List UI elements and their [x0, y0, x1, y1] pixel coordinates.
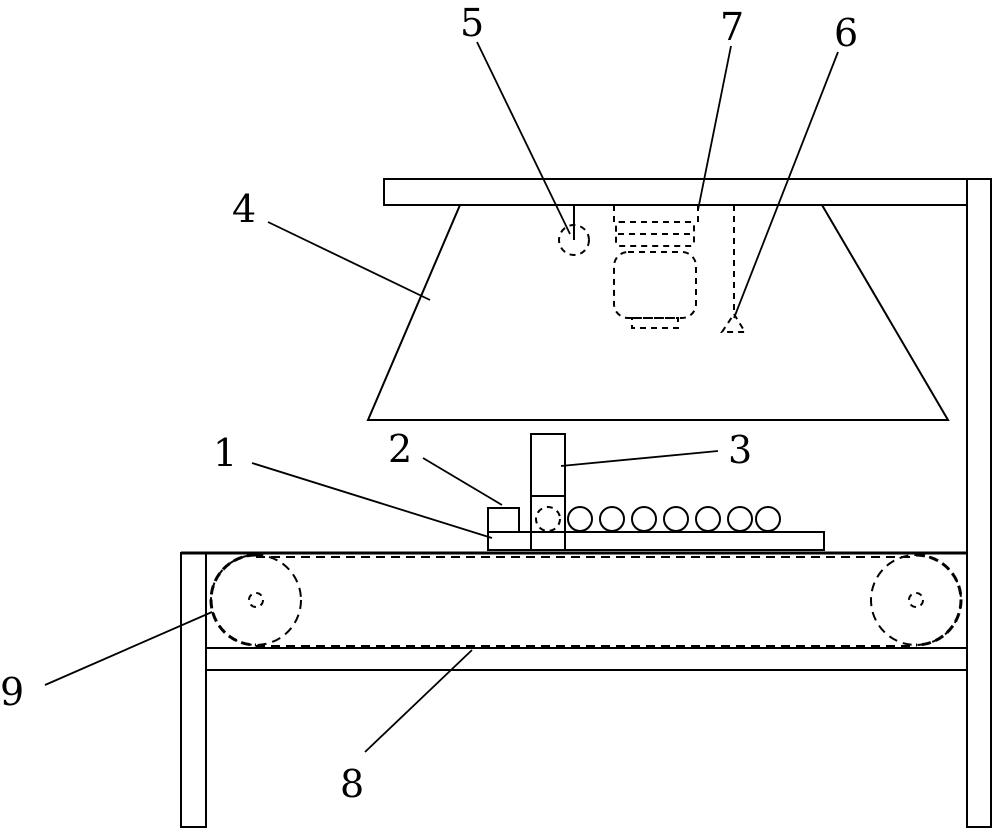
device-7 — [613, 205, 699, 329]
bar-3 — [530, 433, 566, 551]
right-pulley — [870, 553, 963, 647]
leader-9 — [44, 611, 213, 686]
label-3: 3 — [728, 428, 752, 472]
leader-7 — [697, 45, 732, 211]
label-2: 2 — [388, 427, 412, 471]
label-8: 8 — [340, 762, 364, 806]
left-pulley — [209, 553, 302, 647]
balls-row — [535, 506, 781, 532]
leader-5 — [476, 41, 571, 235]
frame-right-post — [966, 178, 992, 828]
leader-3 — [560, 450, 719, 467]
label-5: 5 — [460, 1, 484, 45]
frame-left-post — [180, 552, 207, 828]
label-6: 6 — [834, 11, 858, 55]
block-2 — [487, 507, 520, 533]
leader-6 — [733, 51, 839, 319]
conveyor-bottom-rail — [205, 647, 968, 671]
leader-2 — [422, 457, 503, 506]
leader-1 — [251, 462, 493, 539]
frame-top-beam — [383, 178, 968, 206]
label-7: 7 — [720, 5, 744, 49]
label-9: 9 — [0, 670, 24, 714]
indicator-6 — [720, 205, 747, 333]
label-4: 4 — [232, 187, 256, 231]
hood — [366, 204, 950, 421]
leader-8 — [364, 649, 473, 753]
leader-4 — [267, 221, 431, 301]
sensor-5 — [558, 205, 590, 256]
plate-1 — [487, 531, 825, 551]
label-1: 1 — [213, 431, 237, 475]
